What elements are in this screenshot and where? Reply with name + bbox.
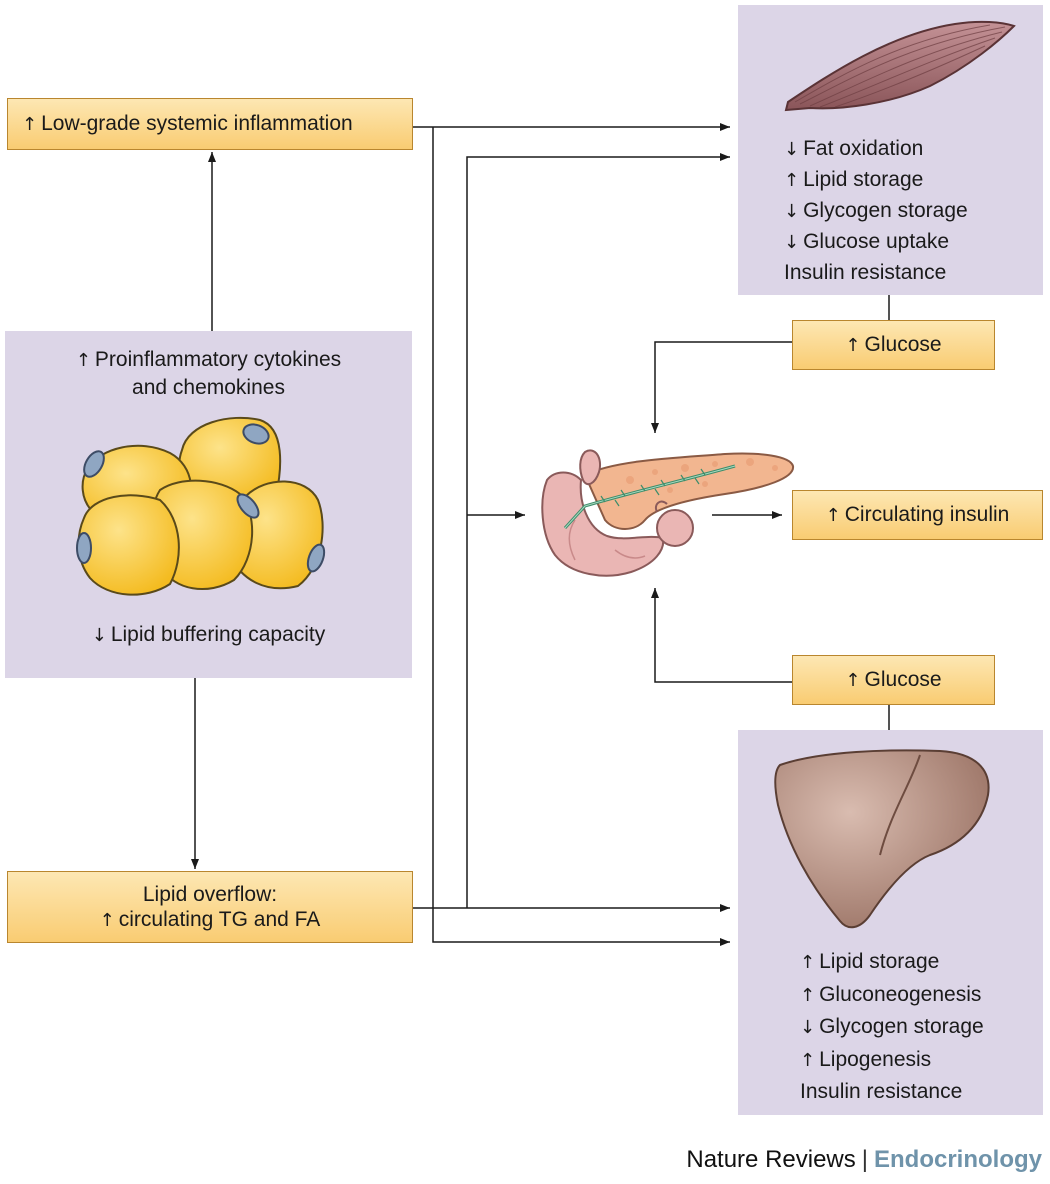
buffering-text: ↓Lipid buffering capacity [91, 623, 326, 646]
nucleus-icon [236, 493, 260, 519]
up-arrow-icon: ↑ [825, 505, 841, 526]
up-arrow-icon: ↑ [784, 170, 800, 191]
up-arrow-icon: ↑ [800, 952, 816, 973]
glucose-box-top: ↑Glucose [792, 320, 995, 370]
footer-separator: | [861, 1146, 868, 1173]
arrow-glucose-to-pancreas-bottom [651, 588, 792, 683]
lipid-overflow-box: Lipid overflow: ↑circulating TG and FA [7, 871, 413, 943]
lipid-overflow-title: Lipid overflow: [142, 882, 278, 906]
pancreas-illustration [541, 449, 795, 577]
arrow-glucose-to-pancreas-top [651, 341, 792, 433]
nucleus-icon [83, 450, 105, 478]
up-arrow-icon: ↑ [800, 1049, 816, 1071]
arrow-inflammation-to-liver [432, 127, 730, 946]
nucleus-icon [242, 423, 270, 445]
nucleus-icon [306, 543, 326, 573]
glucose-label-bottom: Glucose [864, 668, 942, 691]
publisher-name: Nature Reviews [686, 1146, 856, 1173]
insulin-box: ↑Circulating insulin [792, 490, 1043, 540]
glucose-box-bottom: ↑Glucose [792, 655, 995, 705]
liver-effects-list: ↑Lipid storage ↑Gluconeogenesis ↓Glycoge… [800, 950, 984, 1103]
inflammation-box: ↑Low-grade systemic inflammation [7, 98, 413, 150]
down-arrow-icon: ↓ [800, 1017, 816, 1038]
down-arrow-icon: ↓ [784, 201, 800, 222]
journal-footer: Nature Reviews|Endocrinology [686, 1146, 1042, 1174]
down-arrow-icon: ↓ [784, 232, 800, 253]
arrow-lipid-to-muscle [466, 153, 730, 908]
inflammation-label: Low-grade systemic inflammation [41, 112, 353, 135]
down-arrow-icon: ↓ [784, 139, 800, 160]
up-arrow-icon: ↑ [845, 335, 861, 356]
nucleus-icon [76, 532, 92, 564]
down-arrow-icon: ↓ [91, 625, 107, 646]
muscle-effects-list: ↓Fat oxidation ↑Lipid storage ↓Glycogen … [784, 137, 968, 284]
up-arrow-icon: ↑ [845, 670, 861, 691]
up-arrow-icon: ↑ [22, 114, 38, 135]
up-arrow-icon: ↑ [75, 350, 91, 371]
cytokines-text: ↑Proinflammatory cytokines and chemokine… [75, 348, 342, 399]
up-arrow-icon: ↑ [800, 984, 816, 1006]
insulin-label: Circulating insulin [844, 503, 1010, 526]
journal-name: Endocrinology [874, 1146, 1042, 1173]
adipocyte-cluster-illustration [76, 416, 326, 596]
lipid-overflow-subtitle: circulating TG and FA [118, 907, 321, 931]
liver-illustration [774, 749, 990, 929]
muscle-illustration [784, 20, 1016, 112]
glucose-label-top: Glucose [864, 333, 942, 356]
up-arrow-icon: ↑ [99, 909, 115, 931]
